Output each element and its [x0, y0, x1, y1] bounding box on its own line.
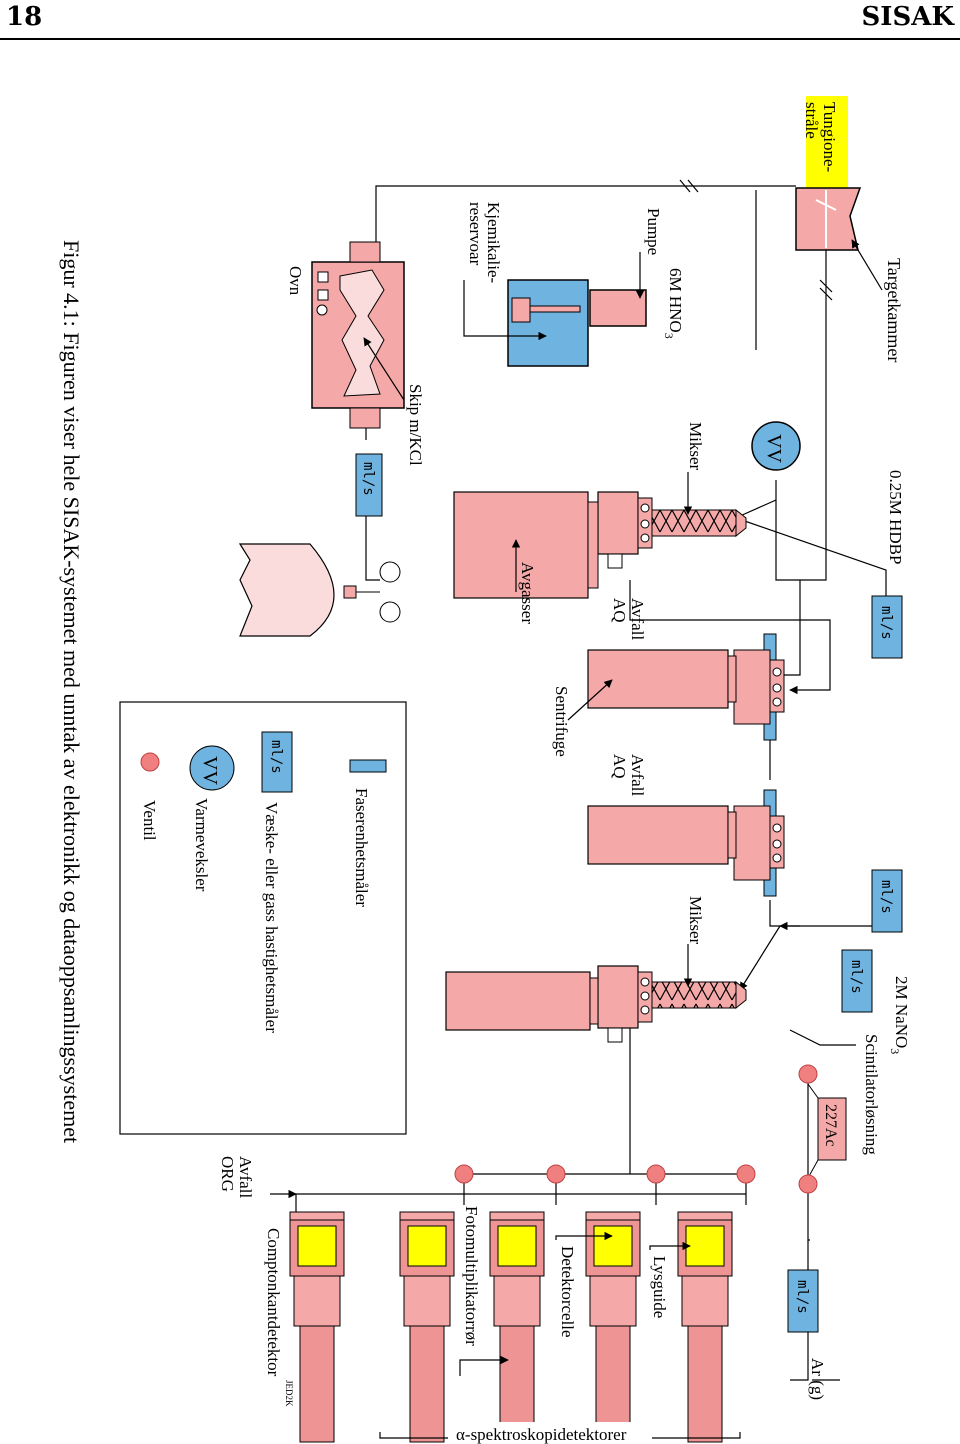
- label-compton: Comptonkantdetektor: [264, 1228, 283, 1377]
- label-targetkammer: Targetkammer: [884, 258, 904, 362]
- legend-flow: Væske- eller gass hastighetsmåler: [262, 802, 281, 1033]
- legend-vv-icon-text: VV: [199, 756, 221, 785]
- label-skip: Skip m/KCl: [406, 384, 425, 466]
- flowmeter-hdbp: 0.25M HDBP ml/s: [871, 470, 905, 659]
- label-ac227: 227Ac: [822, 1104, 839, 1147]
- valve-2: [646, 1164, 666, 1184]
- label-mikser-1: Mikser: [686, 422, 705, 471]
- label-pumpe: Pumpe: [644, 208, 663, 255]
- flowmeter-ar-label: ml/s: [794, 1280, 810, 1314]
- nano3-sub: 3: [888, 1048, 902, 1054]
- flowmeter-oven: ml/s: [355, 453, 383, 517]
- detector-labels: Lysguide Detektorcelle Fotomultiplikator…: [218, 1156, 691, 1407]
- detector-4: [399, 1211, 455, 1443]
- compton-detector: [289, 1211, 345, 1443]
- beam-group: Tungione- stråle: [802, 96, 848, 188]
- flowmeter-ar: ml/s Ar (g): [787, 1269, 827, 1400]
- label-jed: JED2K: [284, 1380, 294, 1407]
- label-avfall-1a: Avfall: [628, 598, 647, 640]
- header-rule: [0, 38, 960, 40]
- label-alpha: α-spektroskopidetektorer: [456, 1425, 627, 1444]
- oven: Ovn Skip m/KCl: [286, 241, 425, 466]
- label-avfall-2a: Avfall: [628, 754, 647, 796]
- label-avfall-2b: AQ: [610, 754, 629, 779]
- flowmeter-scint: ml/s Scintilatorløsning: [841, 949, 881, 1155]
- centrifuge-2: Avfall AQ: [587, 754, 785, 897]
- alpha-bracket: α-spektroskopidetektorer: [379, 1422, 741, 1444]
- gas-bottle: [238, 543, 401, 637]
- flowmeter-nano3: ml/s 2M NaNO3: [871, 869, 911, 1054]
- valve-3: [546, 1164, 566, 1184]
- legend-faser-icon: [349, 759, 387, 773]
- ac227-source: 227Ac: [798, 1064, 847, 1194]
- legend-ventil-icon: [140, 752, 160, 772]
- flowmeter-oven-label: ml/s: [360, 462, 376, 496]
- label-tungione-1: Tungione-: [820, 102, 839, 173]
- label-detektorcelle: Detektorcelle: [558, 1246, 577, 1338]
- label-sentrifuge: Sentrifuge: [552, 686, 571, 757]
- hno3-sub: 3: [662, 333, 676, 339]
- mixer-1: Mikser: [597, 422, 747, 569]
- valve-1: [736, 1164, 756, 1184]
- label-tungione-2: stråle: [802, 102, 821, 139]
- label-lysguide: Lysguide: [650, 1256, 669, 1318]
- legend-flow-icon-text: ml/s: [268, 740, 284, 774]
- degasser: Avgasser: [453, 491, 599, 624]
- legend-ventil: Ventil: [140, 800, 159, 841]
- label-mikser-2: Mikser: [686, 896, 705, 945]
- nano3-text: 2M NaNO: [892, 976, 911, 1048]
- label-avfall-org-1: Avfall: [236, 1156, 255, 1198]
- flowmeter-scint-label: ml/s: [848, 960, 864, 994]
- label-kjemikalie-2: reservoar: [466, 202, 485, 266]
- label-nano3: 2M NaNO3: [888, 976, 911, 1054]
- label-fotomultiplikator: Fotomultiplikatorrør: [462, 1206, 481, 1346]
- centrifuge-1: Avfall AQ Sentrifuge: [552, 598, 785, 757]
- label-hdbp: 0.25M HDBP: [886, 470, 905, 564]
- page-running-title: SISAK: [861, 2, 955, 32]
- valve-4: [454, 1164, 474, 1184]
- distribution-valves: [454, 1164, 756, 1184]
- legend-vv-icon: [189, 745, 235, 791]
- legend-vv: Varmeveksler: [192, 798, 211, 892]
- legend-flow-icon: [261, 731, 293, 793]
- detector-2: [585, 1211, 641, 1443]
- mixer-2: Mikser: [445, 896, 747, 1043]
- label-ovn: Ovn: [286, 266, 305, 296]
- label-avfall-1b: AQ: [610, 598, 629, 623]
- label-hno3: 6M HNO3: [662, 268, 685, 339]
- flowmeter-nano3-label: ml/s: [878, 880, 894, 914]
- sisak-system-diagram: Figur 4.1: Figuren viser hele SISAK-syst…: [59, 96, 911, 1444]
- flowmeter-hdbp-label: ml/s: [878, 606, 894, 640]
- label-kjemikalie-1: Kjemikalie-: [484, 202, 503, 284]
- figure-caption: Figur 4.1: Figuren viser hele SISAK-syst…: [59, 240, 84, 1143]
- detector-3: [489, 1211, 545, 1443]
- chemical-reservoir: Pumpe Kjemikalie- reservoar 6M HNO3: [463, 202, 685, 367]
- vv-1-label: VV: [763, 434, 785, 463]
- hno3-text: 6M HNO: [666, 268, 685, 333]
- target-chamber: Targetkammer: [795, 187, 904, 362]
- beam-highlight: [806, 96, 848, 188]
- heat-exchanger-1: VV: [751, 421, 801, 471]
- legend-faser: Faserenhetsmåler: [352, 788, 371, 907]
- label-ar: Ar (g): [808, 1358, 827, 1400]
- page-number: 18: [6, 2, 43, 32]
- page-header: 18 SISAK: [0, 0, 960, 40]
- legend: Faserenhetsmåler ml/s Væske- eller gass …: [119, 701, 407, 1135]
- label-scintilator: Scintilatorløsning: [862, 1034, 881, 1155]
- label-avfall-org-2: ORG: [218, 1156, 237, 1192]
- label-avgasser: Avgasser: [518, 562, 537, 624]
